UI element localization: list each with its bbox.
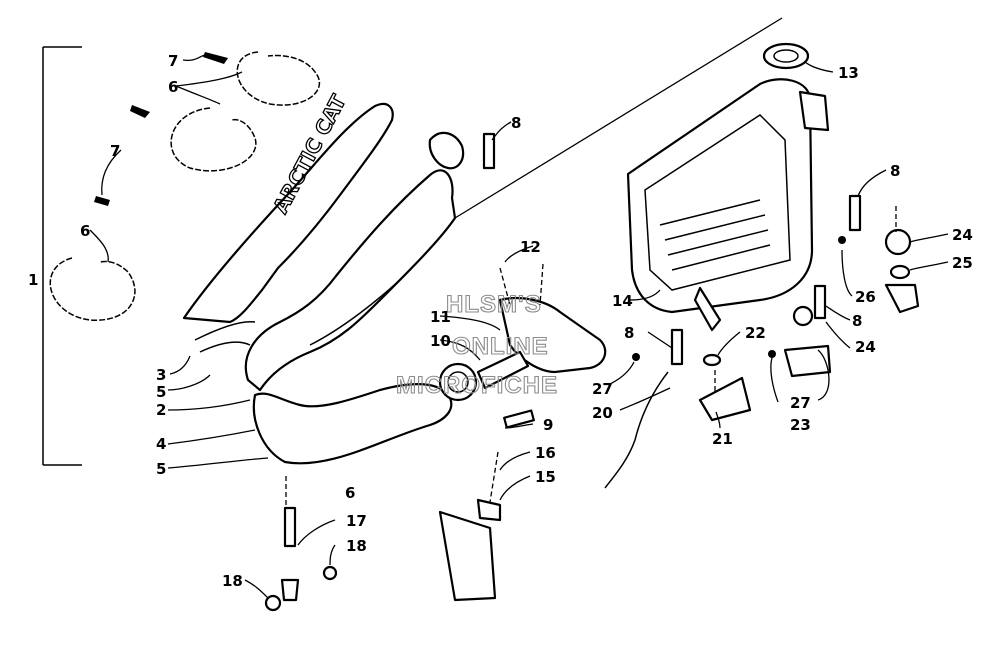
callout-16: 16	[535, 444, 556, 462]
mount-bracket	[438, 498, 502, 602]
leader-lines	[89, 54, 949, 599]
callout-20: 20	[592, 404, 613, 422]
small-hardware	[264, 565, 338, 612]
watermark-line-2: ONLINE	[452, 333, 549, 360]
oil-tank	[626, 42, 830, 314]
callout-9: 9	[543, 416, 553, 434]
clip-parts	[94, 52, 228, 206]
callout-8-b: 8	[890, 162, 900, 180]
cable	[604, 371, 669, 489]
callout-5-lower: 5	[156, 460, 166, 478]
watermark-line-1: HLSM'S	[446, 291, 542, 318]
callout-6-a: 6	[168, 78, 178, 96]
callout-23: 23	[790, 416, 811, 434]
callout-15: 15	[535, 468, 556, 486]
callout-27-left: 27	[592, 380, 613, 398]
callout-11: 11	[430, 308, 451, 326]
watermark: HLSM'S ONLINE MICROFICHE	[395, 290, 558, 399]
callout-24-a: 24	[952, 226, 973, 244]
callout-2: 2	[156, 401, 166, 419]
callout-10: 10	[430, 332, 451, 350]
callout-8-c: 8	[852, 312, 862, 330]
callout-labels: 1 2 3 4 5 5 6 6 6 6 7 7 8 8 8 8 8 9 10 1…	[28, 52, 973, 590]
springs	[283, 132, 862, 548]
callout-21: 21	[712, 430, 733, 448]
muffler-assembly: ARCTIC CAT	[182, 90, 465, 465]
callout-12: 12	[520, 238, 541, 256]
callout-18-left: 18	[222, 572, 243, 590]
clamp-ring-upper	[49, 51, 321, 321]
callout-18-right: 18	[346, 537, 367, 555]
callout-6-b: 6	[80, 222, 90, 240]
callout-22: 22	[745, 324, 766, 342]
exhaust-manifold	[438, 297, 607, 402]
callout-17: 17	[346, 512, 367, 530]
callout-3: 3	[156, 366, 166, 384]
callout-7-b: 7	[110, 142, 120, 160]
callout-14: 14	[612, 292, 633, 310]
callout-27-right: 27	[790, 394, 811, 412]
callout-24-b: 24	[855, 338, 876, 356]
callout-26: 26	[855, 288, 876, 306]
callout-7-a: 7	[168, 52, 178, 70]
callout-5-upper: 5	[156, 383, 166, 401]
callout-25: 25	[952, 254, 973, 272]
watermark-line-3: MICROFICHE	[396, 372, 558, 399]
callout-8-d: 8	[624, 324, 634, 342]
callout-6-c: 6	[345, 484, 355, 502]
callout-13: 13	[838, 64, 859, 82]
assembly-bracket	[42, 46, 82, 466]
tank-hardware	[632, 228, 920, 422]
callout-1: 1	[28, 271, 38, 289]
callout-4: 4	[156, 435, 166, 453]
callout-8-a: 8	[511, 114, 521, 132]
